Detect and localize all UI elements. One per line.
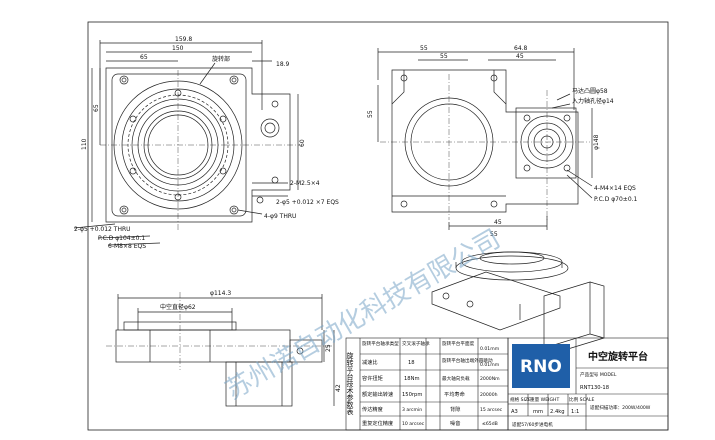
dim-hollow-dia: 中空直径φ62 bbox=[160, 303, 196, 311]
dim-height-overall: 110 bbox=[81, 138, 88, 150]
dim-55-c: 55 bbox=[490, 231, 498, 238]
side-view bbox=[106, 292, 335, 407]
spec-ratio-label: 减速比 bbox=[362, 358, 378, 366]
spec-table bbox=[345, 337, 509, 431]
logo-badge bbox=[512, 344, 570, 388]
col-scale: 比例 SCALE bbox=[569, 396, 594, 403]
spec-speed-value: 150rpm bbox=[402, 392, 422, 398]
col-weight: 重量 WEIGHT bbox=[530, 396, 559, 403]
drawing-border bbox=[87, 21, 669, 431]
dim-45-b: 45 bbox=[494, 219, 502, 226]
spec-torque-value: 18Nm bbox=[404, 376, 420, 382]
spec-torque-label: 容许扭矩 bbox=[362, 374, 383, 382]
side-view-labels: φ114.3 中空直径φ62 42 25 bbox=[160, 290, 342, 392]
model-value: RNT130-18 bbox=[580, 385, 609, 391]
spec-backlash-value: 15 arcsec bbox=[480, 407, 503, 413]
spec-flatness-value: 0.01mm bbox=[480, 346, 500, 352]
model-label: 产品型号 MODEL bbox=[580, 371, 617, 378]
spec-accuracy-value: 3 arcmin bbox=[402, 407, 422, 413]
motor-adapter: 适配57/60步进电机 bbox=[512, 421, 553, 428]
hole-spec-phi9-thru: 4-φ9 THRU bbox=[264, 213, 296, 220]
spec-speed-label: 额定输出转速 bbox=[362, 390, 393, 398]
size-value: A3 bbox=[511, 409, 518, 415]
label-motor-square: 马达凸圆φ58 bbox=[572, 87, 608, 95]
spec-ratio-value: 18 bbox=[408, 360, 415, 366]
dim-45-a: 45 bbox=[516, 53, 524, 60]
dim-outer-dia: φ114.3 bbox=[210, 290, 231, 297]
spec-header-roller: 交叉滚子轴承 bbox=[402, 340, 430, 347]
spec-repeat-value: 10 arcsec bbox=[402, 421, 425, 427]
front-view bbox=[73, 40, 300, 246]
spec-header-bearing: 旋转平台轴承类型 bbox=[362, 340, 399, 347]
weight-value: 2.4kg bbox=[550, 409, 565, 415]
spec-axial-value: 2000Nm bbox=[480, 376, 500, 382]
dim-55-side: 55 bbox=[367, 110, 374, 118]
spec-table-text: 旋转平台技术参数表 旋转平台轴承类型 交叉滚子轴承 旋转平台平面度 减速比 18… bbox=[346, 340, 503, 427]
label-turntable: 旋转部 bbox=[212, 55, 230, 63]
dim-flange-offset: 18.9 bbox=[276, 61, 290, 68]
title-block-text: 中空旋转平台 产品型号 MODEL RNT130-18 规格 SIZE 重量 W… bbox=[510, 350, 651, 428]
spec-runout-label: 旋转平台轴出端外圆跳动 bbox=[442, 357, 493, 364]
spec-accuracy-label: 传达精度 bbox=[362, 405, 383, 413]
dim-height-total: 42 bbox=[335, 384, 342, 392]
spec-header-flatness: 旋转平台平面度 bbox=[442, 340, 475, 347]
label-motor-pcd: P.C.D φ70±0.1 bbox=[594, 196, 638, 203]
spec-noise-label: 噪音 bbox=[450, 419, 460, 427]
hole-spec-m2-5: 2-M2.5×4 bbox=[290, 180, 320, 187]
spec-life-value: 20000h bbox=[480, 392, 498, 398]
spec-noise-value: ≤65dB bbox=[482, 421, 498, 427]
label-input-bore: 入力轴孔径φ14 bbox=[572, 97, 614, 105]
spec-life-label: 平均寿命 bbox=[444, 390, 466, 398]
title-block bbox=[507, 337, 669, 431]
logo-text: RNO bbox=[520, 357, 562, 377]
hole-spec-phi5-thru: 2-φ5 +0.012 THRU bbox=[74, 226, 131, 233]
size-unit: mm bbox=[533, 409, 543, 415]
dim-height-half: 65 bbox=[93, 104, 100, 112]
top-view-labels: 55 64.8 55 45 55 45 55 马达凸圆φ58 入力轴孔径φ14 … bbox=[367, 45, 638, 238]
hole-spec-phi5-eqs: 2-φ5 +0.012 ×7 EQS bbox=[276, 199, 339, 206]
dim-motor: φ148 bbox=[593, 134, 600, 150]
spec-backlash-label: 背隙 bbox=[450, 405, 460, 413]
top-view bbox=[377, 48, 593, 230]
front-view-labels: 159.8 150 65 18.9 旋转部 110 65 60 2-M2.5×4… bbox=[74, 36, 339, 250]
spec-axial-label: 最大轴向负载 bbox=[442, 375, 470, 382]
col-size: 规格 SIZE bbox=[510, 396, 531, 403]
spec-repeat-label: 重复定位精度 bbox=[362, 419, 393, 427]
dim-55-b: 55 bbox=[440, 53, 448, 60]
label-pcd-104: P.C.D φ104±0.1 bbox=[98, 235, 145, 242]
spec-runout-value: 0.01mm bbox=[480, 362, 500, 368]
dim-height-inner: 25 bbox=[325, 344, 332, 352]
dim-overall-width: 159.8 bbox=[175, 36, 192, 43]
spec-vertical-title: 旋转平台技术参数表 bbox=[346, 351, 354, 416]
dim-half-width: 65 bbox=[140, 54, 148, 61]
motor-power: 适配扫描功率：200W/400W bbox=[590, 404, 651, 411]
dim-inner-width: 150 bbox=[172, 45, 184, 52]
dim-height-right: 60 bbox=[299, 139, 306, 147]
product-name: 中空旋转平台 bbox=[588, 350, 648, 363]
dim-55-a: 55 bbox=[420, 45, 428, 52]
scale-value: 1:1 bbox=[571, 409, 579, 415]
dim-64-8: 64.8 bbox=[514, 45, 528, 52]
label-motor-holes: 4-M4×14 EQS bbox=[594, 185, 636, 192]
label-tap-m8: 6-M8×8 EQS bbox=[108, 243, 146, 250]
